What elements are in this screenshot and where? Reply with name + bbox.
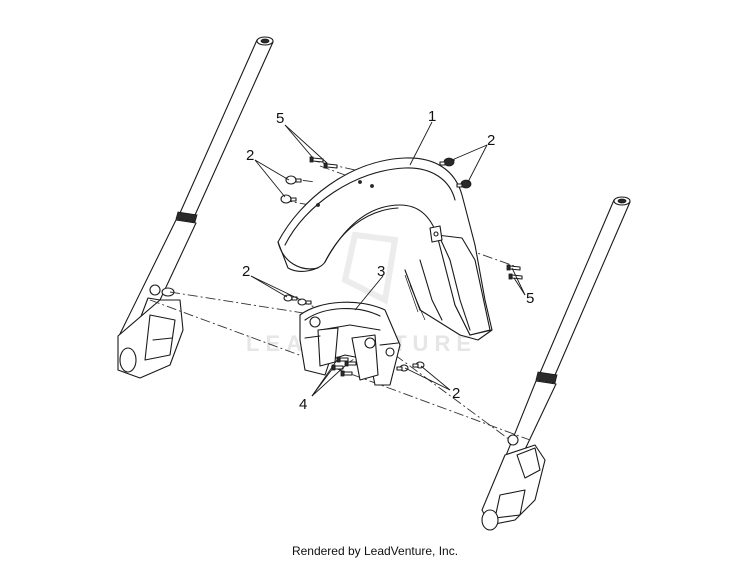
right-fork-assembly <box>481 196 631 531</box>
front-fender <box>277 157 493 341</box>
fastener-screws-5 <box>309 156 523 280</box>
footer-credit: Rendered by LeadVenture, Inc. <box>291 544 459 558</box>
left-fork-assembly <box>117 36 274 379</box>
callout-3: 3 <box>377 263 385 280</box>
callout-labels: 1 2 5 2 2 3 5 2 4 <box>242 108 534 413</box>
callout-4: 4 <box>299 396 307 413</box>
callout-2-top-right: 2 <box>487 132 495 149</box>
fender-bracket <box>299 301 401 386</box>
callout-2-left: 2 <box>246 147 254 164</box>
callout-5-top-left: 5 <box>276 110 284 127</box>
callout-2-mid-left: 2 <box>242 263 250 280</box>
callout-leaders <box>250 121 526 397</box>
callout-2-bottom-right: 2 <box>452 385 460 402</box>
callout-5-right: 5 <box>526 290 534 307</box>
callout-1: 1 <box>428 108 436 125</box>
